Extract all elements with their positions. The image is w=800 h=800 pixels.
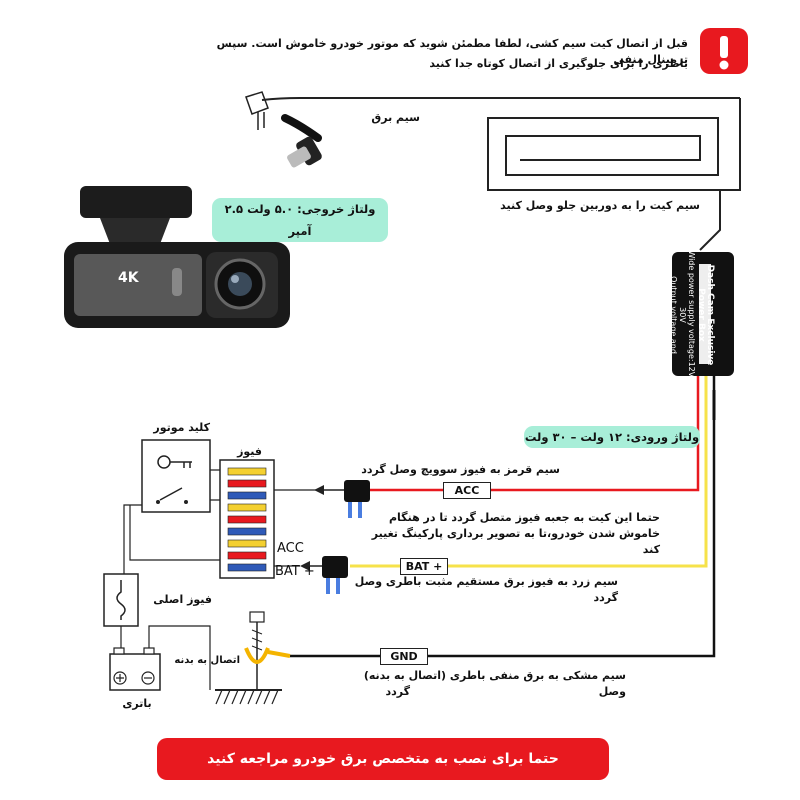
black-wire-label-1: سیم مشکی به برق منفی باطری (اتصال به بدن…	[363, 669, 626, 698]
bat-tag: BAT +	[400, 558, 448, 575]
body-ground-label: اتصال به بدنه	[174, 655, 240, 666]
exclamation-icon	[700, 28, 748, 74]
bat-wire	[350, 376, 708, 568]
bat-box-label: BAT +	[275, 564, 315, 579]
fuse-label: فیوز	[237, 445, 262, 458]
acc-box-label: ACC	[277, 541, 304, 556]
red-wire-label: سیم قرمز به فیوز سوویچ وصل گردد	[361, 463, 560, 476]
input-voltage-pill: ولتاژ ورودی: ۱۲ ولت – ۳۰ ولت	[524, 426, 700, 448]
warning-line-2: باطری را برای جلوگیری از اتصال کوتاه جدا…	[429, 57, 688, 70]
gnd-tag: GND	[380, 648, 428, 665]
acc-note-2: خاموش شدن خودرو،تا به تصویر برداری پارکی…	[371, 527, 660, 556]
battery-icon	[109, 647, 161, 691]
usb-c-connector-icon	[281, 114, 322, 168]
power-box-label: Dash Cam Exclusive Power Box Wide power …	[660, 250, 715, 380]
yellow-wire-label: سیم زرد به فیوز برق مستقیم مثبت باطری وص…	[354, 575, 618, 604]
ignition-key-label: کلید موتور	[153, 421, 210, 434]
power-cable-label: سیم برق	[371, 111, 420, 124]
acc-note-1: حتما این کیت به جعبه فیوز متصل گردد تا د…	[388, 511, 660, 524]
power-box	[672, 252, 734, 376]
output-voltage-pill: ولتاژ خروجی: ۵.۰ ولت ۲.۵ آمپر	[212, 198, 388, 242]
power-box-spec-1: Wide power supply voltage:12V-30V	[678, 250, 696, 380]
cable-coil	[487, 98, 741, 191]
black-wire-label-2: گردد	[385, 685, 410, 698]
gnd-wire	[290, 376, 716, 658]
ground-screw-icon	[244, 611, 291, 690]
ground-symbol	[215, 689, 282, 705]
ignition-key-icon	[141, 439, 211, 513]
main-fuse-label: فیوز اصلی	[153, 593, 212, 606]
power-box-title: Dash Cam Exclusive Power Box	[696, 264, 715, 366]
battery-label: باتری	[122, 697, 152, 710]
dash-cam	[64, 186, 290, 328]
usb-plug-icon	[245, 91, 740, 130]
main-fuse-icon	[103, 573, 139, 627]
acc-fuse-tap	[344, 480, 370, 518]
connect-front-label: سیم کیت را به دوربین جلو وصل کنید	[500, 199, 700, 212]
power-box-spec-2: Output voltage and current:5V/2.5A	[660, 276, 678, 354]
warning-line-1: قبل از اتصال کیت سیم کشی، لطفا مطمئن شوی…	[216, 37, 688, 66]
acc-tag: ACC	[443, 482, 491, 499]
cta-banner: حتما برای نصب به متخصص برق خودرو مراجعه …	[157, 738, 609, 780]
bat-fuse-tap	[322, 556, 348, 594]
fuse-panel	[219, 459, 275, 579]
camera-4k-badge: 4K	[118, 270, 139, 286]
